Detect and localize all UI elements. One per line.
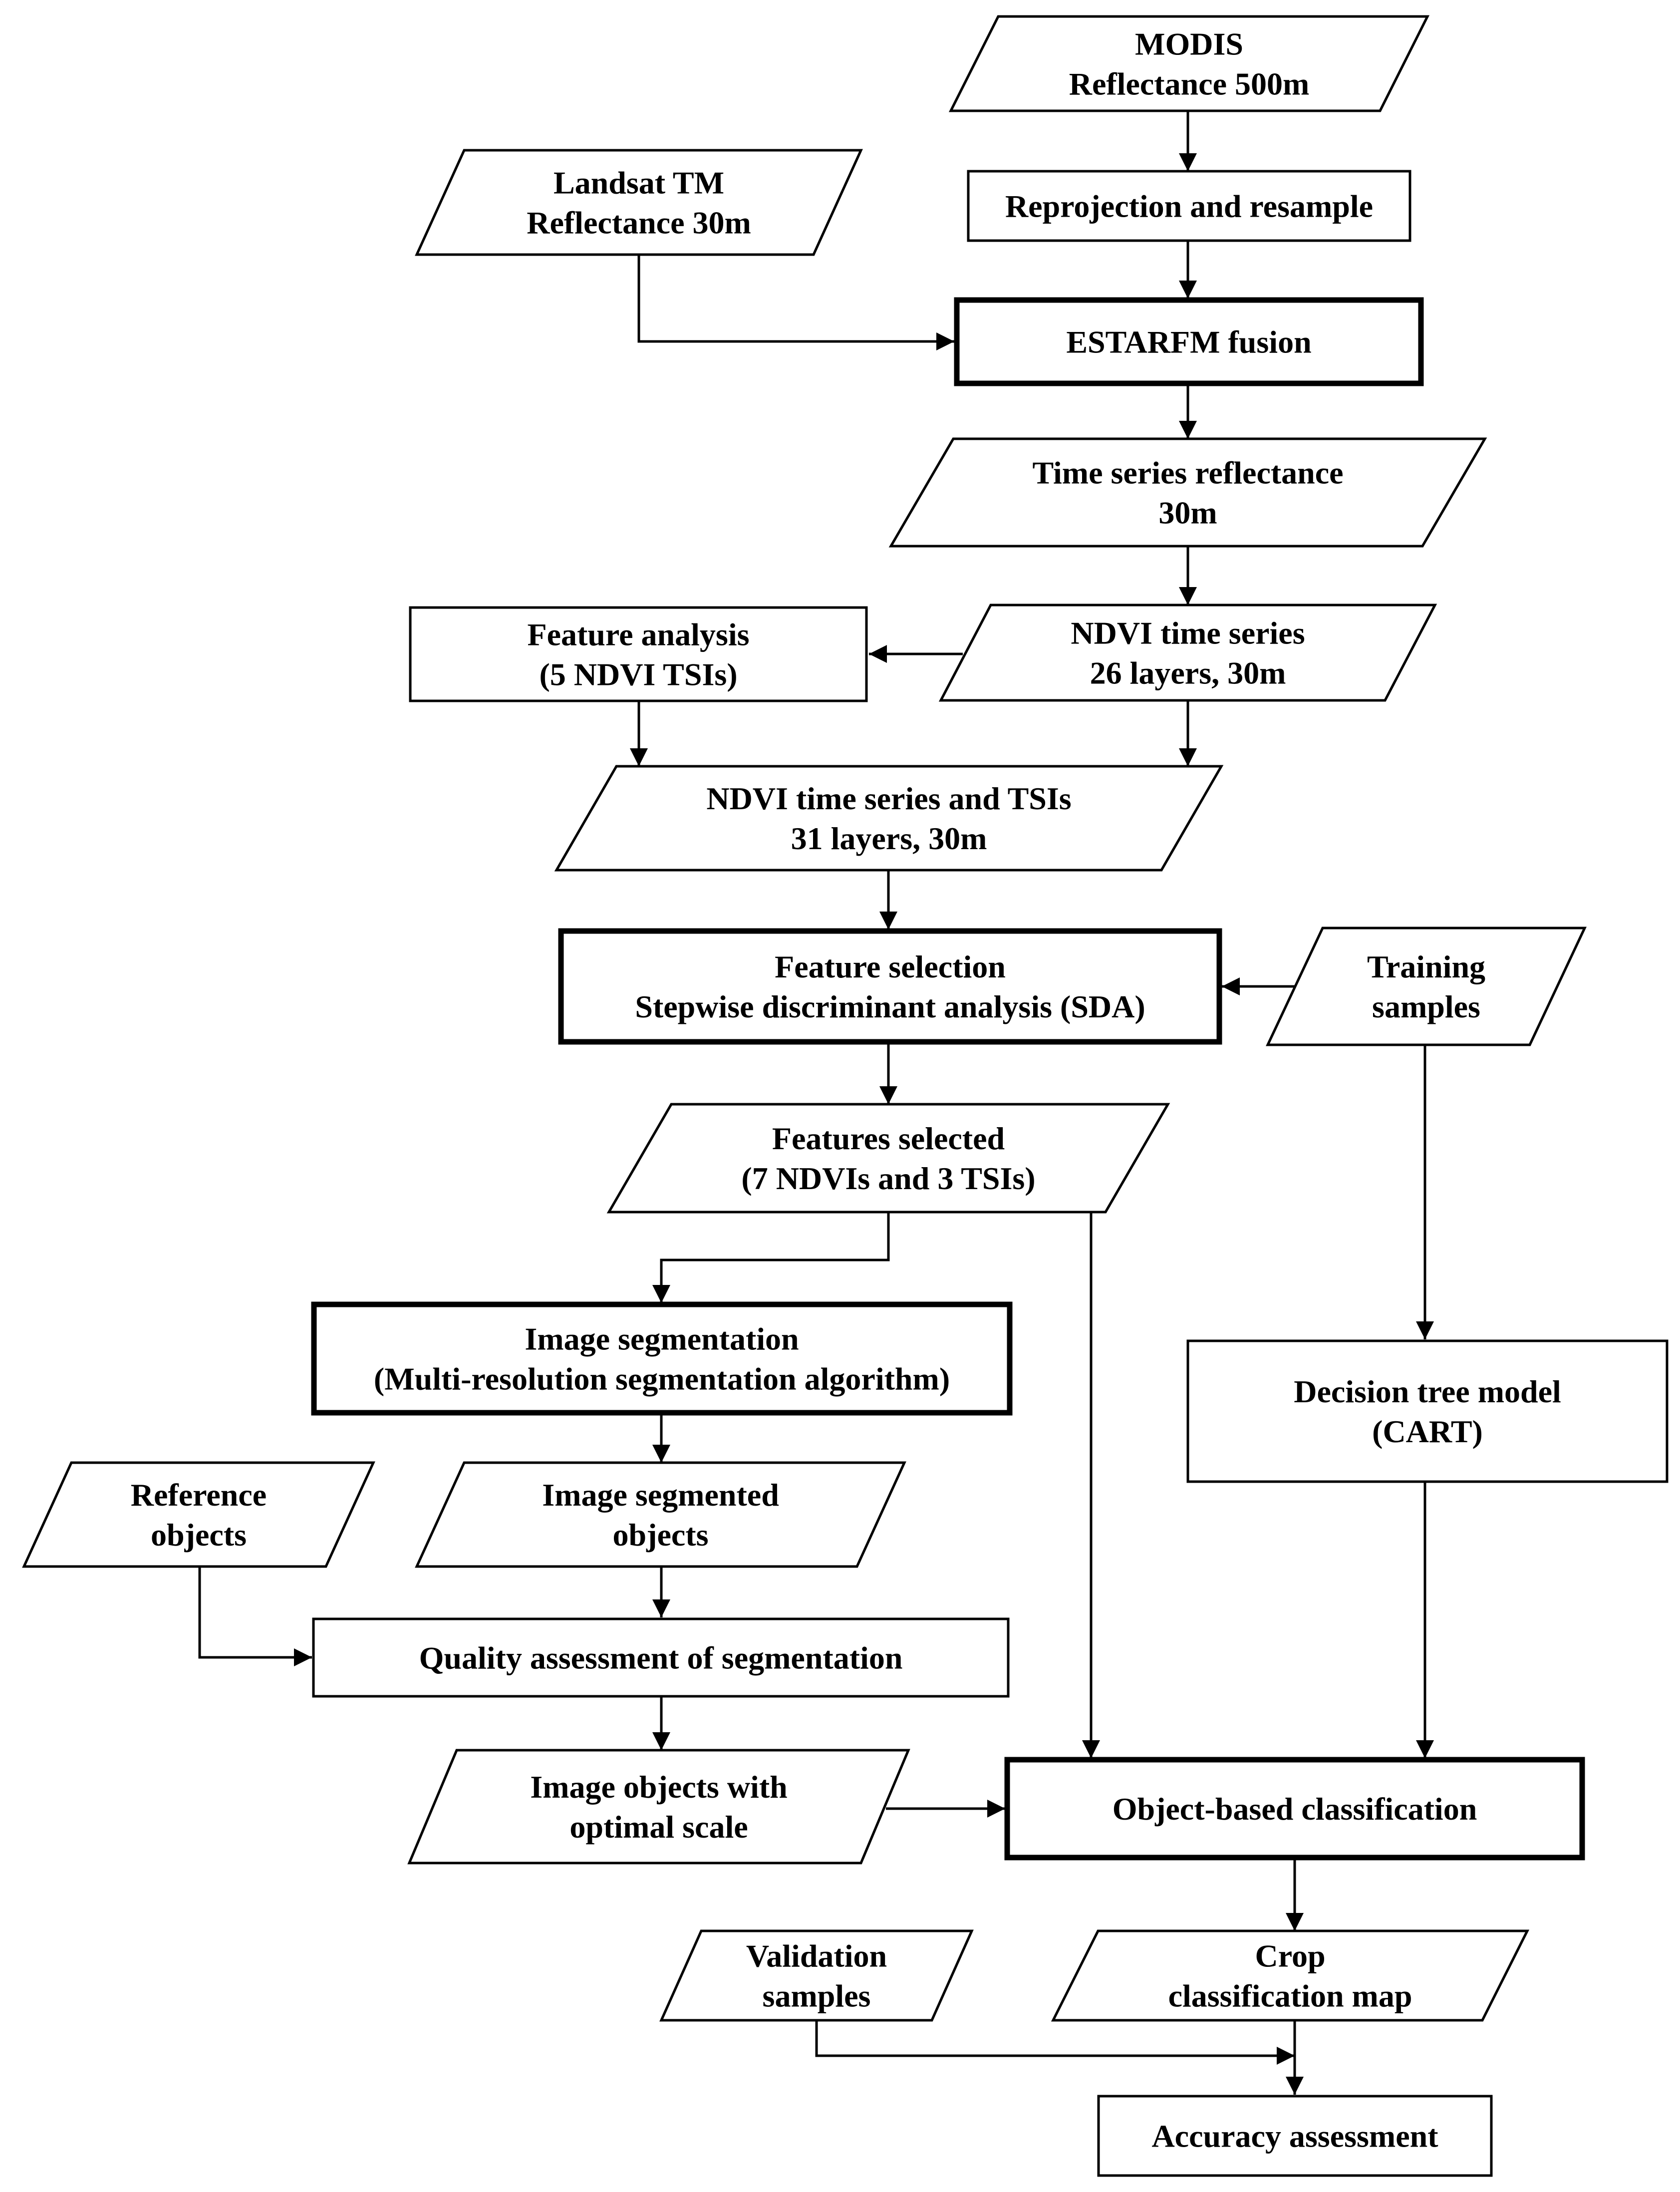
process-box [409, 606, 868, 702]
node-segmentation: Image segmentation (Multi-resolution segm… [311, 1301, 1013, 1416]
node-label-line: (Multi-resolution segmentation algorithm… [374, 1361, 950, 1397]
node-label-line: MODIS [1135, 26, 1243, 62]
node-estarfm: ESTARFM fusion [954, 297, 1424, 386]
node-label-line: Accuracy assessment [1151, 2119, 1438, 2154]
node-label-line: samples [1372, 989, 1480, 1024]
node-decision-tree: Decision tree model (CART) [1186, 1339, 1669, 1483]
node-quality: Quality assessment of segmentation [312, 1617, 1010, 1698]
node-label-line: 26 layers, 30m [1090, 655, 1286, 691]
node-label-line: Validation [746, 1938, 887, 1974]
edge-landsat-to-estarfm [637, 255, 954, 350]
key-process-box [1004, 1757, 1585, 1861]
node-label-line: Reprojection and resample [1005, 189, 1373, 224]
data-shape [606, 1103, 1170, 1214]
data-shape [554, 765, 1224, 872]
data-shape [415, 149, 863, 256]
key-process-box [558, 928, 1222, 1045]
node-label-line: NDVI time series [1071, 616, 1305, 651]
node-label-line: Object-based classification [1113, 1791, 1477, 1827]
node-label-line: classification map [1168, 1978, 1412, 2014]
data-shape [948, 15, 1430, 112]
key-process-box [954, 297, 1424, 386]
node-ndvi-ts: NDVI time series 26 layers, 30m [938, 604, 1437, 702]
node-ts-reflectance: Time series reflectance 30m [888, 437, 1487, 548]
key-process-box [311, 1301, 1013, 1416]
data-shape [1266, 927, 1587, 1046]
node-label-line: 31 layers, 30m [791, 821, 987, 856]
node-label-line: Crop [1255, 1938, 1325, 1974]
node-label-line: samples [763, 1978, 871, 2014]
data-shape [415, 1461, 906, 1568]
data-shape [22, 1461, 375, 1568]
node-landsat: Landsat TM Reflectance 30m [415, 149, 863, 256]
node-optimal: Image objects with optimal scale [407, 1749, 910, 1865]
node-training: Training samples [1266, 927, 1587, 1046]
node-label-line: Landsat TM [554, 165, 724, 201]
node-reference: Reference objects [22, 1461, 375, 1568]
connectors [198, 111, 1434, 2095]
process-box [312, 1617, 1010, 1698]
node-crop-map: Crop classification map [1051, 1929, 1530, 2022]
node-label-line: Reference [131, 1477, 267, 1513]
node-label-line: objects [151, 1517, 247, 1553]
node-label-line: ESTARFM fusion [1066, 324, 1311, 360]
node-label-line: (CART) [1372, 1414, 1483, 1449]
node-ndvi-tsi: NDVI time series and TSIs 31 layers, 30m [554, 765, 1224, 872]
data-shape [407, 1749, 910, 1865]
node-label-line: Feature analysis [527, 617, 749, 652]
node-label-line: optimal scale [569, 1809, 748, 1845]
data-shape [938, 604, 1437, 702]
node-label-line: 30m [1158, 495, 1217, 531]
data-shape [888, 437, 1487, 548]
node-segmented: Image segmented objects [415, 1461, 906, 1568]
node-features-selected: Features selected (7 NDVIs and 3 TSIs) [606, 1103, 1170, 1214]
process-box [967, 170, 1411, 242]
process-box [1186, 1339, 1669, 1483]
node-label-line: objects [613, 1517, 709, 1553]
node-label-line: Training [1367, 949, 1485, 984]
data-shape [659, 1929, 974, 2022]
node-validation: Validation samples [659, 1929, 974, 2022]
node-label-line: Features selected [772, 1121, 1005, 1156]
node-label-line: Image segmented [542, 1477, 779, 1513]
data-shape [1051, 1929, 1530, 2022]
edge-validation-to-accuracy [815, 2020, 1295, 2065]
process-box [1097, 2095, 1493, 2177]
node-label-line: NDVI time series and TSIs [706, 781, 1071, 816]
node-label-line: Decision tree model [1294, 1374, 1561, 1409]
node-label-line: (7 NDVIs and 3 TSIs) [741, 1161, 1035, 1196]
node-label-line: Image segmentation [525, 1321, 799, 1357]
edge-reference-to-quality [198, 1566, 312, 1666]
edge-features-selected-to-segmentation [652, 1212, 890, 1303]
node-feature-analysis: Feature analysis (5 NDVI TSIs) [409, 606, 868, 702]
node-obc: Object-based classification [1004, 1757, 1585, 1861]
node-accuracy: Accuracy assessment [1097, 2095, 1493, 2177]
node-label-line: Quality assessment of segmentation [419, 1640, 903, 1676]
node-label-line: Image objects with [530, 1769, 787, 1805]
node-label-line: Feature selection [775, 949, 1006, 984]
node-reproject: Reprojection and resample [967, 170, 1411, 242]
node-label-line: Reflectance 30m [527, 205, 751, 241]
node-label-line: Reflectance 500m [1069, 66, 1310, 102]
node-label-line: Stepwise discriminant analysis (SDA) [635, 989, 1145, 1024]
node-label-line: (5 NDVI TSIs) [539, 657, 737, 692]
node-modis: MODIS Reflectance 500m [948, 15, 1430, 112]
node-label-line: Time series reflectance [1032, 455, 1343, 491]
